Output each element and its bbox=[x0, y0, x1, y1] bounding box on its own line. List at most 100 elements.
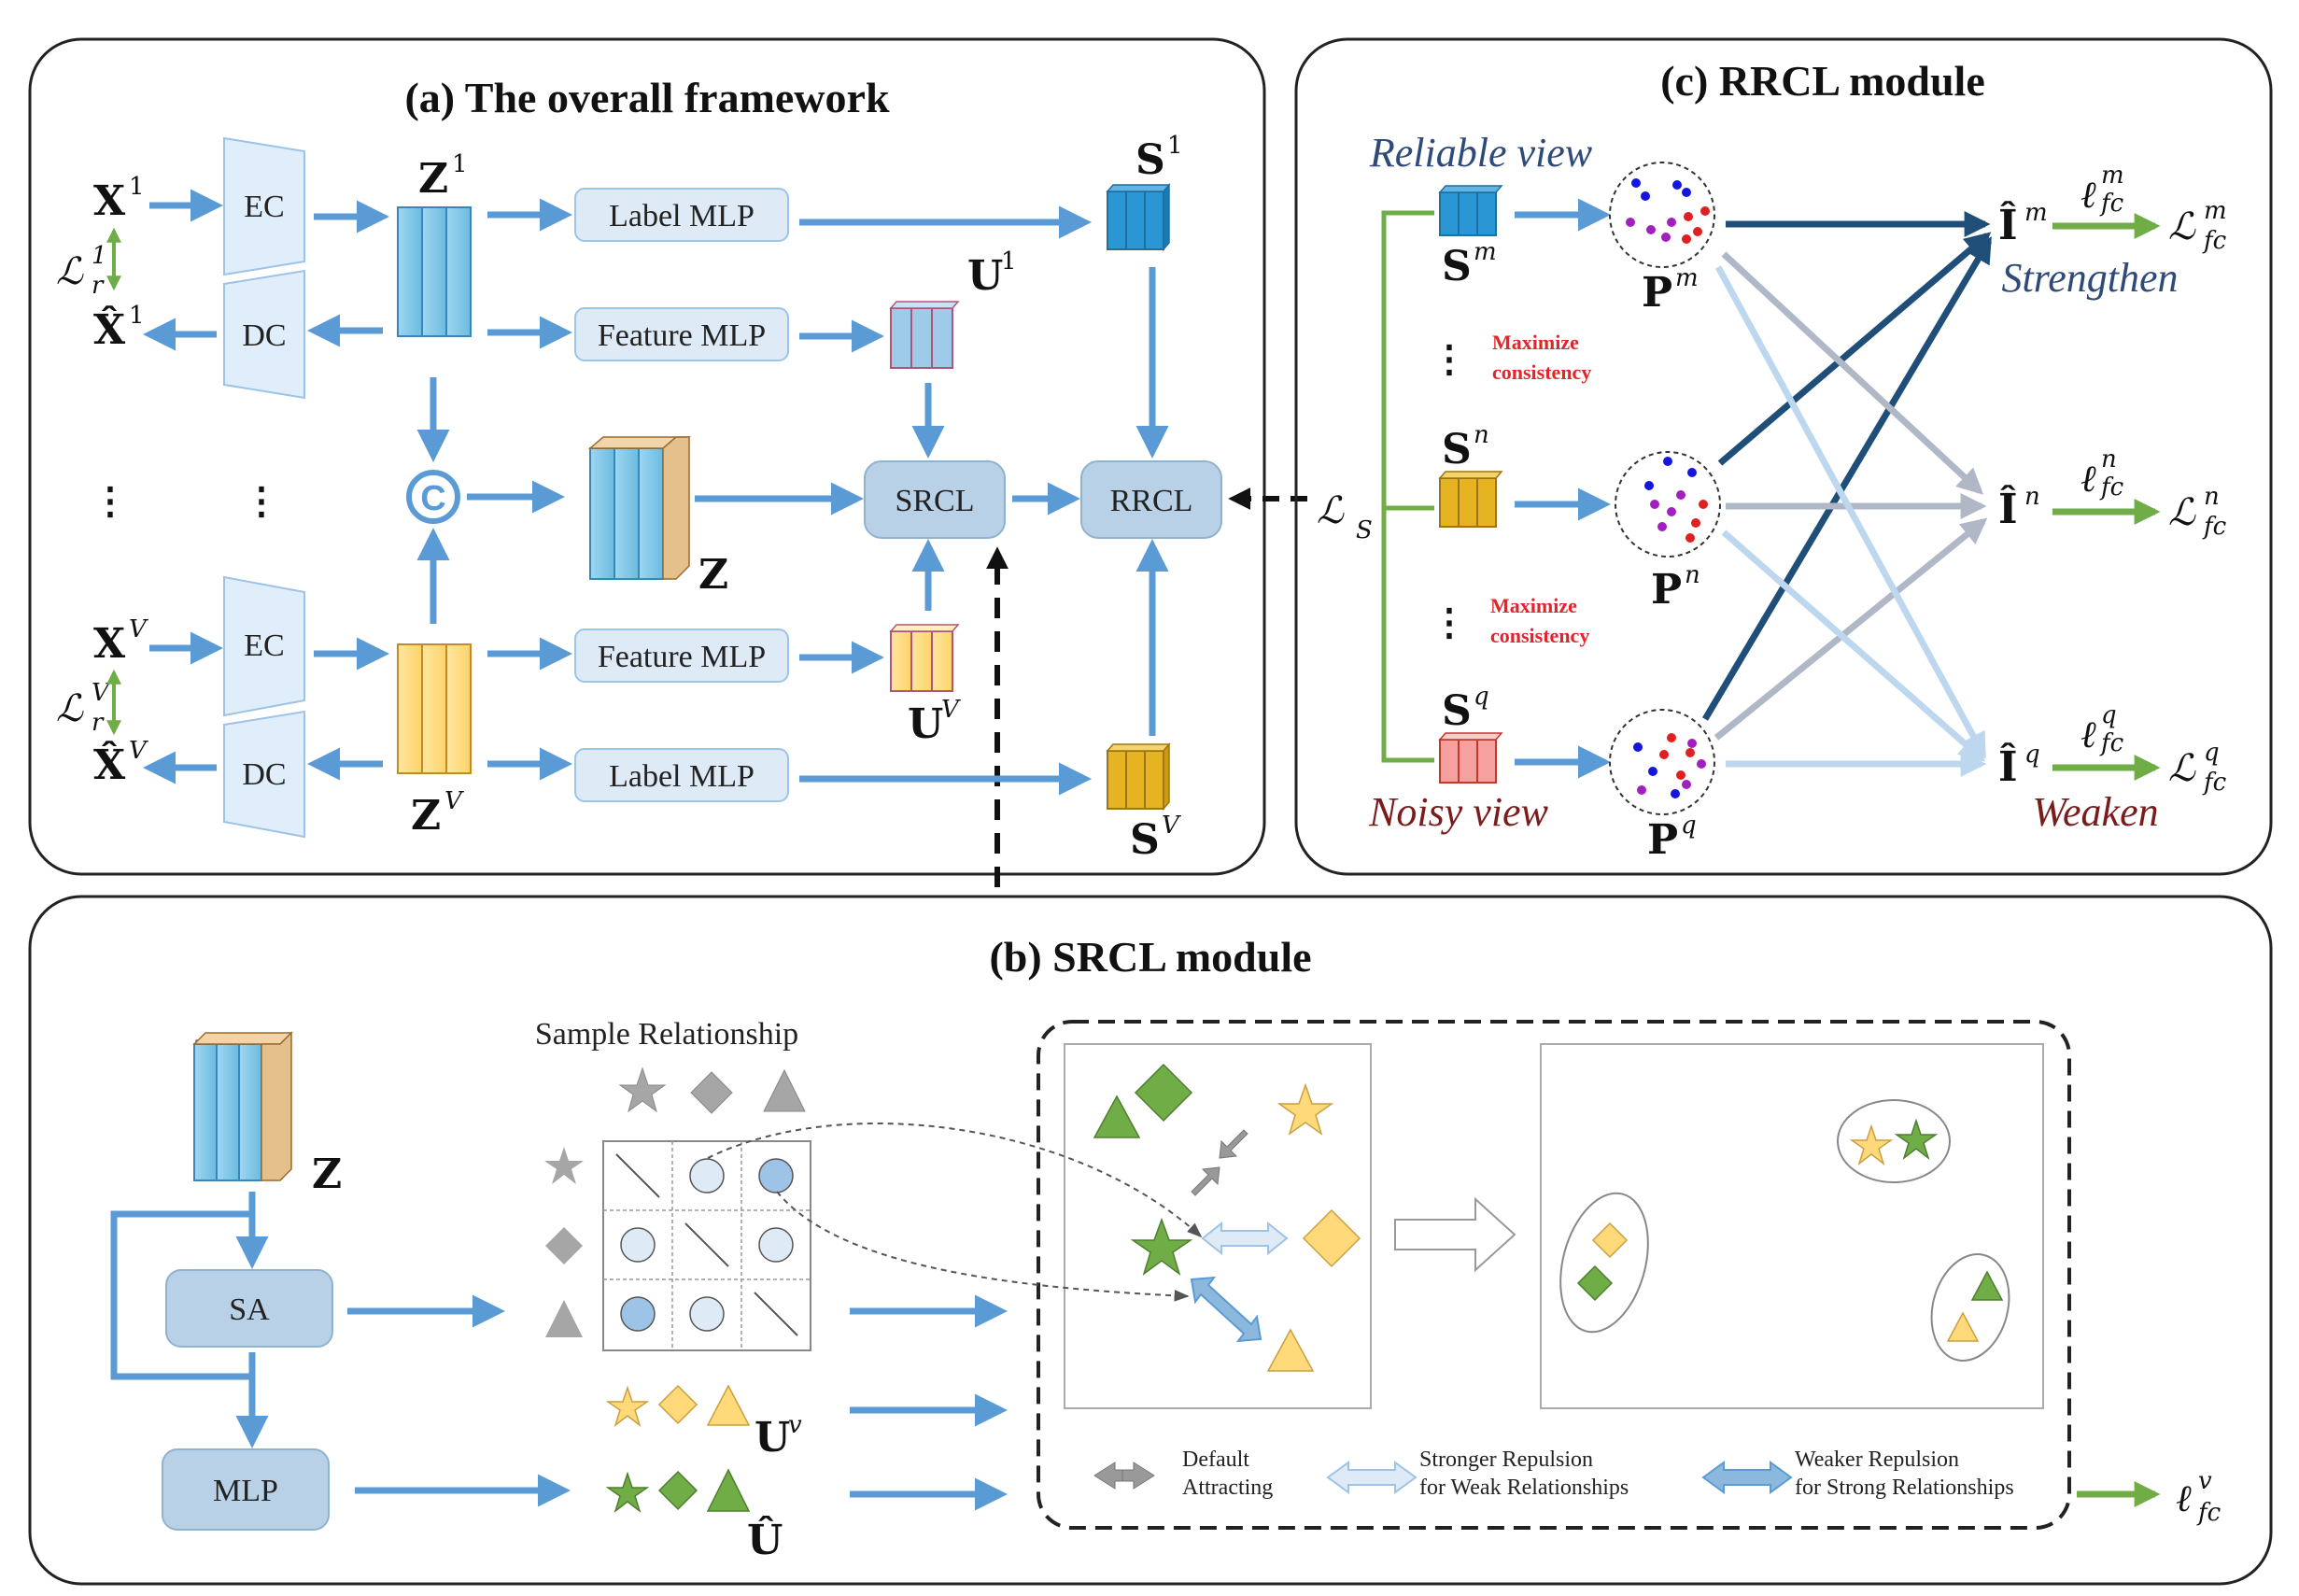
svg-text:q: q bbox=[2204, 739, 2220, 767]
pq-label: P q bbox=[1647, 812, 1697, 864]
lfn-label: ℓ n fc bbox=[2080, 445, 2124, 501]
sn-label: S n bbox=[1442, 421, 1489, 473]
svg-text:C: C bbox=[420, 479, 445, 518]
svg-text:S: S bbox=[1130, 816, 1160, 864]
encoder-v bbox=[223, 575, 305, 717]
svg-text:fc: fc bbox=[2196, 1499, 2221, 1527]
matrix-link-2 bbox=[776, 1191, 1190, 1302]
contrast-dashed-box bbox=[1037, 1020, 2071, 1530]
svg-text:ℒ: ℒ bbox=[56, 250, 84, 293]
svg-text:m: m bbox=[2204, 197, 2227, 225]
svg-text:P: P bbox=[1647, 816, 1678, 864]
panel-b-title: (b) SRCL module bbox=[989, 933, 1311, 981]
svg-text:S: S bbox=[1356, 516, 1373, 544]
svg-text:V: V bbox=[444, 787, 464, 815]
svg-text:ℓ: ℓ bbox=[2080, 713, 2096, 756]
weaken-label: Weaken bbox=[2032, 789, 2158, 835]
svg-text:U: U bbox=[967, 252, 1003, 300]
svg-text:X̂: X̂ bbox=[93, 304, 126, 354]
matrix-link-1 bbox=[707, 1123, 1203, 1238]
pq-cluster bbox=[1609, 709, 1715, 815]
sa-block bbox=[165, 1269, 333, 1348]
xvhat-label: X̂ V bbox=[93, 737, 148, 789]
after-space bbox=[1540, 1043, 2044, 1409]
svg-text:X: X bbox=[93, 620, 126, 668]
panel-c-frame bbox=[1294, 37, 2273, 876]
maximize-1-line2: consistency bbox=[1492, 360, 1591, 384]
feature-mlp-v bbox=[574, 629, 789, 683]
svg-text:U: U bbox=[908, 700, 943, 748]
ls-bracket bbox=[1381, 210, 1434, 763]
noisy-view-label: Noisy view bbox=[1368, 789, 1549, 835]
srcl-block bbox=[864, 460, 1006, 539]
svg-text:ℒ: ℒ bbox=[2168, 747, 2196, 790]
rrcl-block bbox=[1080, 460, 1222, 539]
iq-label: Î q bbox=[1998, 741, 2040, 791]
svg-text:S: S bbox=[1442, 687, 1472, 735]
sq-label: S q bbox=[1442, 683, 1489, 735]
legend-weaker-icon bbox=[1701, 1461, 1793, 1494]
svg-text:1: 1 bbox=[1167, 132, 1183, 160]
feature-mlp-v-text: Feature MLP bbox=[598, 640, 766, 674]
sm-label: S m bbox=[1442, 238, 1497, 290]
sv-label: S V bbox=[1130, 812, 1181, 864]
svg-text:V: V bbox=[1162, 812, 1181, 840]
decoder-v bbox=[223, 710, 305, 839]
svg-text:V: V bbox=[92, 679, 111, 707]
Lfm-label: ℒ m fc bbox=[2168, 197, 2227, 255]
panel-a-title: (a) The overall framework bbox=[404, 74, 889, 121]
lrv-label: ℒ V r bbox=[56, 679, 111, 737]
svg-text:X: X bbox=[93, 177, 126, 225]
svg-text:S: S bbox=[1442, 243, 1472, 290]
svg-text:fc: fc bbox=[2099, 473, 2124, 501]
x1-label: X 1 bbox=[93, 173, 145, 225]
label-mlp-1-text: Label MLP bbox=[609, 199, 755, 233]
x1hat-label: X̂ 1 bbox=[93, 302, 145, 354]
s1-tensor bbox=[1106, 182, 1171, 252]
sq-tensor bbox=[1438, 732, 1503, 784]
lr1-label: ℒ 1 r bbox=[56, 242, 107, 300]
svg-text:Î: Î bbox=[1998, 742, 2018, 791]
svg-text:Z: Z bbox=[411, 792, 441, 840]
srcl-block-text: SRCL bbox=[895, 484, 974, 518]
weaker-repulsion-arrow-icon bbox=[1190, 1276, 1262, 1343]
sm-tensor bbox=[1438, 185, 1503, 236]
svg-text:ℒ: ℒ bbox=[1317, 489, 1345, 532]
legend-weaker-line1: Weaker Repulsion bbox=[1795, 1448, 1959, 1472]
maximize-1-line1: Maximize bbox=[1492, 331, 1579, 354]
svg-text:Î: Î bbox=[1998, 484, 2018, 533]
svg-text:q: q bbox=[2101, 701, 2117, 729]
svg-text:Z: Z bbox=[418, 155, 448, 203]
z1-label: Z 1 bbox=[418, 150, 468, 203]
label-mlp-v-text: Label MLP bbox=[609, 759, 755, 794]
svg-text:m: m bbox=[2024, 199, 2048, 227]
legend-attract-icon bbox=[1093, 1462, 1155, 1490]
uhat-label: Û bbox=[747, 1515, 783, 1564]
legend-stronger-icon bbox=[1326, 1461, 1417, 1494]
maximize-2-line1: Maximize bbox=[1490, 594, 1577, 617]
z-label: Z bbox=[698, 551, 728, 599]
svg-text:q: q bbox=[2024, 741, 2040, 769]
panel-a-frame bbox=[28, 37, 1266, 876]
in-label: Î n bbox=[1998, 483, 2040, 533]
reliable-view-label: Reliable view bbox=[1369, 130, 1593, 176]
decoder-1-label: DC bbox=[242, 318, 286, 353]
z-tensor-b bbox=[192, 1031, 293, 1181]
mlp-block-text: MLP bbox=[213, 1474, 278, 1508]
svg-text:1: 1 bbox=[92, 242, 107, 270]
svg-text:m: m bbox=[2101, 162, 2124, 190]
svg-text:V: V bbox=[941, 696, 961, 724]
panel-b-frame bbox=[28, 895, 2273, 1586]
rrcl-block-text: RRCL bbox=[1110, 484, 1193, 518]
decoder-v-label: DC bbox=[242, 757, 286, 792]
vdots-c-1: ⋮ bbox=[1431, 338, 1468, 380]
sn-tensor bbox=[1438, 471, 1503, 528]
xv-label: X V bbox=[93, 615, 148, 668]
svg-text:n: n bbox=[2024, 483, 2040, 511]
svg-text:ℓ: ℓ bbox=[2080, 174, 2096, 217]
svg-text:q: q bbox=[1474, 683, 1489, 711]
svg-text:fc: fc bbox=[2202, 227, 2227, 255]
lfm-label: ℓ m fc bbox=[2080, 162, 2124, 218]
cross-view-arrows bbox=[1701, 211, 1993, 777]
sv-tensor bbox=[1106, 742, 1171, 812]
